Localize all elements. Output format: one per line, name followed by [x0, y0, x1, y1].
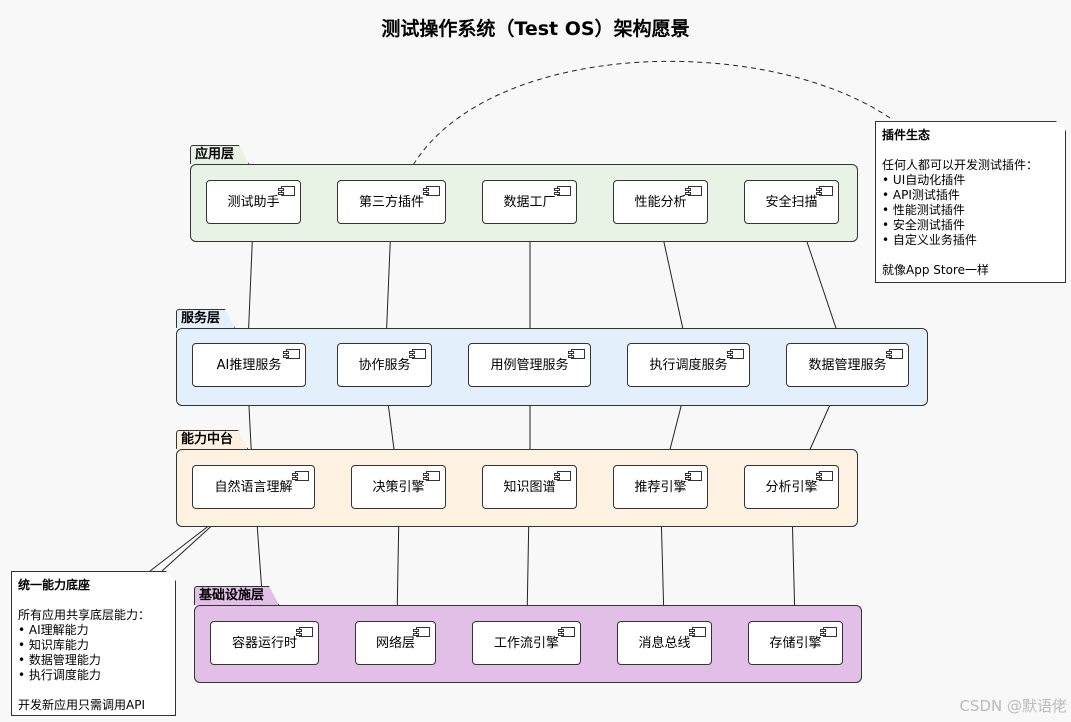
component-message-bus: 消息总线 — [617, 621, 712, 665]
component-icon — [413, 627, 430, 637]
component-decision-engine: 决策引擎 — [351, 465, 446, 509]
diagram-title: 测试操作系统（Test OS）架构愿景 — [381, 18, 690, 40]
component-container-runtime: 容器运行时 — [210, 621, 319, 665]
component-execution-scheduling-service: 执行调度服务 — [627, 343, 750, 387]
component-icon — [727, 349, 744, 359]
list-item: UI自动化插件 — [882, 173, 1059, 188]
component-icon — [423, 471, 440, 481]
component-icon — [554, 186, 571, 196]
component-icon — [554, 471, 571, 481]
component-collaboration-service: 协作服务 — [337, 343, 432, 387]
unified-foundation-note: 统一能力底座 所有应用共享底层能力： AI理解能力 知识库能力 数据管理能力 执… — [11, 571, 176, 716]
note-footer: 就像App Store一样 — [882, 263, 989, 277]
component-analysis-engine: 分析引擎 — [744, 465, 839, 509]
component-storage-engine: 存储引擎 — [748, 621, 843, 665]
component-nlu: 自然语言理解 — [192, 465, 315, 509]
component-data-management-service: 数据管理服务 — [786, 343, 909, 387]
note-list: UI自动化插件 API测试插件 性能测试插件 安全测试插件 自定义业务插件 — [882, 173, 1059, 248]
component-icon — [568, 349, 585, 359]
component-icon — [558, 627, 575, 637]
list-item: 执行调度能力 — [18, 668, 169, 683]
component-icon — [685, 186, 702, 196]
component-security-scan: 安全扫描 — [744, 180, 839, 224]
component-icon — [689, 627, 706, 637]
component-icon — [816, 471, 833, 481]
component-icon — [283, 349, 300, 359]
note-title: 插件生态 — [882, 128, 931, 142]
component-third-party-plugin: 第三方插件 — [337, 180, 446, 224]
list-item: 知识库能力 — [18, 638, 169, 653]
note-intro: 所有应用共享底层能力： — [18, 608, 151, 622]
component-case-management-service: 用例管理服务 — [468, 343, 591, 387]
component-icon — [820, 627, 837, 637]
component-performance-analysis: 性能分析 — [613, 180, 708, 224]
component-icon — [409, 349, 426, 359]
plugin-ecosystem-note: 插件生态 任何人都可以开发测试插件： UI自动化插件 API测试插件 性能测试插… — [875, 121, 1066, 283]
component-icon — [292, 471, 309, 481]
capability-layer-tab: 能力中台 — [176, 430, 248, 449]
list-item: 自定义业务插件 — [882, 233, 1059, 248]
component-icon — [816, 186, 833, 196]
component-icon — [685, 471, 702, 481]
component-icon — [423, 186, 440, 196]
note-title: 统一能力底座 — [18, 578, 91, 592]
list-item: 性能测试插件 — [882, 203, 1059, 218]
component-icon — [296, 627, 313, 637]
plugin-note-link — [404, 60, 891, 181]
component-network-layer: 网络层 — [355, 621, 436, 665]
note-intro: 任何人都可以开发测试插件： — [882, 158, 1039, 172]
component-workflow-engine: 工作流引擎 — [472, 621, 581, 665]
list-item: API测试插件 — [882, 188, 1059, 203]
note-footer: 开发新应用只需调用API — [18, 698, 145, 712]
service-layer-tab: 服务层 — [176, 309, 235, 328]
component-data-factory: 数据工厂 — [482, 180, 577, 224]
component-recommendation-engine: 推荐引擎 — [613, 465, 708, 509]
watermark: CSDN @默语佬 — [959, 697, 1067, 715]
list-item: AI理解能力 — [18, 623, 169, 638]
infra-layer-tab: 基础设施层 — [194, 586, 279, 605]
app-layer-tab: 应用层 — [190, 145, 249, 164]
note-list: AI理解能力 知识库能力 数据管理能力 执行调度能力 — [18, 623, 169, 683]
list-item: 安全测试插件 — [882, 218, 1059, 233]
list-item: 数据管理能力 — [18, 653, 169, 668]
component-test-assistant: 测试助手 — [206, 180, 301, 224]
component-icon — [278, 186, 295, 196]
component-icon — [886, 349, 903, 359]
component-ai-inference-service: AI推理服务 — [192, 343, 306, 387]
component-knowledge-graph: 知识图谱 — [482, 465, 577, 509]
